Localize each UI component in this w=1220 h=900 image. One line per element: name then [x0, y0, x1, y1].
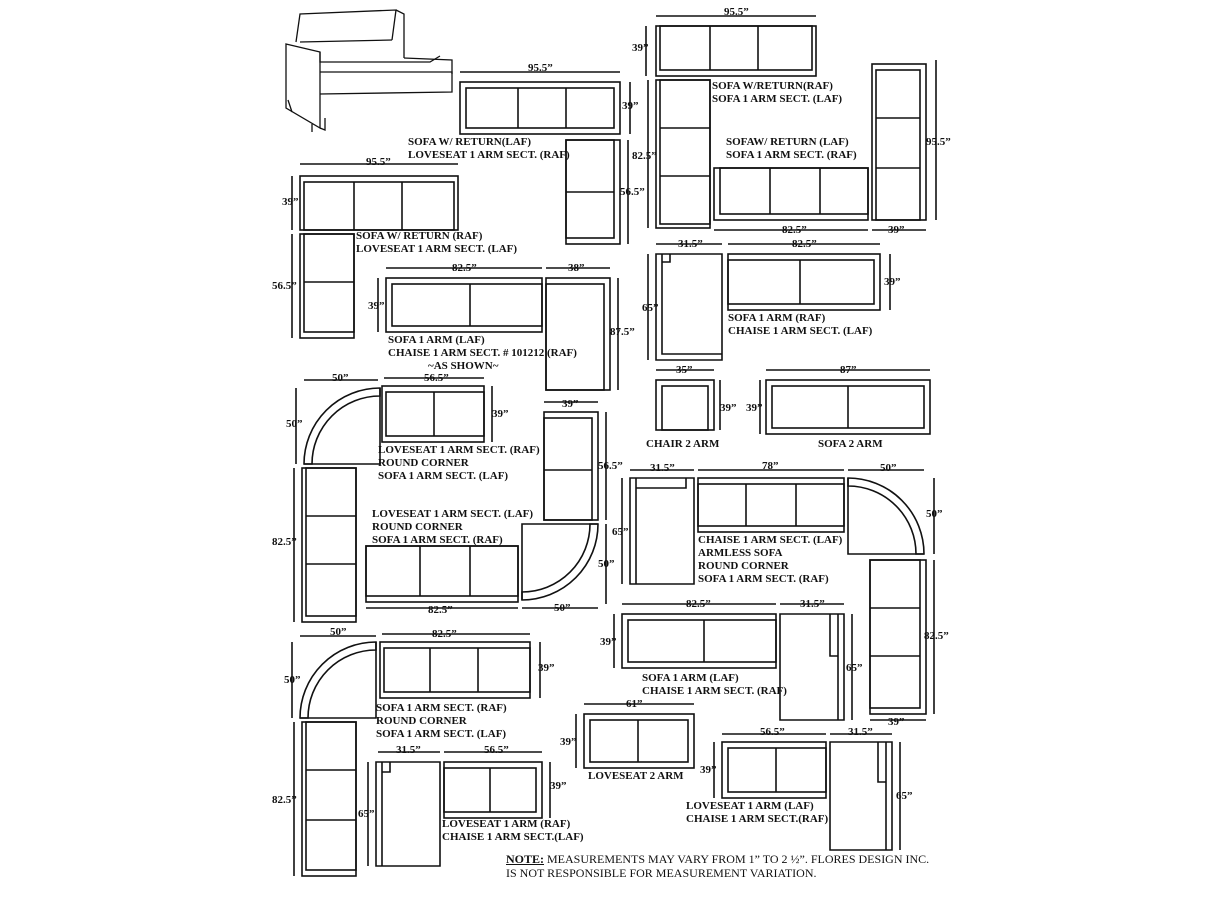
dim-label: 31.5” — [800, 598, 825, 610]
dim-label: 56.5” — [598, 460, 623, 472]
dim-label: 39” — [492, 408, 509, 420]
dim-label: 39” — [746, 402, 763, 414]
dim-label: 39” — [700, 764, 717, 776]
dim-label: 39” — [550, 780, 567, 792]
note-line-2: IS NOT RESPONSIBLE FOR MEASUREMENT VARIA… — [506, 866, 817, 880]
dim-label: 95.5” — [528, 62, 553, 74]
config-7-drawing — [293, 377, 493, 623]
dim-label: 95.5” — [366, 156, 391, 168]
dim-label: 50” — [926, 508, 943, 520]
dim-label: 31.5” — [396, 744, 421, 756]
dim-label: 56.5” — [484, 744, 509, 756]
config-9-label: SOFA 2 ARM — [818, 438, 883, 450]
dim-label: 82.5” — [272, 536, 297, 548]
dim-label: 65” — [642, 302, 659, 314]
config-14-label: LOVESEAT 2 ARM — [588, 770, 684, 782]
config-1-label: SOFA W/ RETURN(LAF)LOVESEAT 1 ARM SECT. … — [408, 136, 570, 161]
dim-label: 65” — [358, 808, 375, 820]
dim-label: 95.5” — [724, 6, 749, 18]
dim-label: 50” — [554, 602, 571, 614]
config-10-drawing — [365, 401, 607, 609]
config-6-label: SOFA 1 ARM (RAF)CHAISE 1 ARM SECT. (LAF) — [728, 312, 873, 337]
dim-label: 56.5” — [424, 372, 449, 384]
dim-label: 50” — [286, 418, 303, 430]
config-2-label: SOFA W/RETURN(RAF)SOFA 1 ARM SECT. (LAF) — [712, 80, 843, 105]
config-8-label: CHAIR 2 ARM — [646, 438, 720, 450]
dim-label: 39” — [720, 402, 737, 414]
dim-label: 31.5” — [848, 726, 873, 738]
dim-label: 82.5” — [924, 630, 949, 642]
config-15-label: LOVESEAT 1 ARM (RAF)CHAISE 1 ARM SECT.(L… — [442, 818, 584, 843]
dim-label: 65” — [612, 526, 629, 538]
dim-label: 61” — [626, 698, 643, 710]
measurement-note: NOTE: MEASUREMENTS MAY VARY FROM 1” TO 2… — [506, 852, 929, 880]
dim-label: 87.5” — [610, 326, 635, 338]
config-12-drawing — [613, 603, 853, 721]
config-11-drawing — [621, 469, 935, 721]
dim-label: 31.5” — [650, 462, 675, 474]
config-15-drawing — [367, 751, 551, 867]
config-1-drawing — [459, 71, 631, 245]
dim-label: 39” — [622, 100, 639, 112]
dim-label: 82.5” — [782, 224, 807, 236]
config-13-drawing — [291, 633, 541, 877]
config-16-label: LOVESEAT 1 ARM (LAF)CHAISE 1 ARM SECT.(R… — [686, 800, 829, 825]
dim-label: 50” — [598, 558, 615, 570]
config-8-drawing — [655, 369, 721, 431]
config-6-drawing — [647, 243, 891, 361]
sofa-illustration — [285, 9, 453, 132]
dim-label: 39” — [560, 736, 577, 748]
dim-label: 50” — [332, 372, 349, 384]
note-line-1: MEASUREMENTS MAY VARY FROM 1” TO 2 ½”. F… — [547, 852, 930, 866]
dim-label: 82.5” — [686, 598, 711, 610]
dim-label: 65” — [846, 662, 863, 674]
dim-label: 50” — [330, 626, 347, 638]
config-3-drawing — [713, 60, 937, 231]
dim-label: 56.5” — [760, 726, 785, 738]
note-heading: NOTE: — [506, 852, 545, 866]
dim-label: 82.5” — [452, 262, 477, 274]
dim-label: 82.5” — [632, 150, 657, 162]
dim-label: 35” — [676, 364, 693, 376]
dim-label: 39” — [368, 300, 385, 312]
dim-label: 82.5” — [272, 794, 297, 806]
dim-label: 56.5” — [272, 280, 297, 292]
dim-label: 39” — [884, 276, 901, 288]
config-9-drawing — [759, 369, 931, 435]
dim-label: 39” — [888, 716, 905, 728]
dim-label: 38” — [568, 262, 585, 274]
config-3-label: SOFAW/ RETURN (LAF)SOFA 1 ARM SECT. (RAF… — [726, 136, 857, 161]
dim-label: 82.5” — [792, 238, 817, 250]
config-2-drawing — [645, 15, 817, 229]
dim-label: 87” — [840, 364, 857, 376]
config-16-drawing — [713, 733, 901, 851]
dim-label: 39” — [562, 398, 579, 410]
config-5-drawing — [377, 267, 619, 391]
dim-label: 39” — [632, 42, 649, 54]
dim-label: 65” — [896, 790, 913, 802]
config-4-drawing — [291, 163, 459, 339]
config-14-drawing — [575, 703, 695, 769]
config-5-label: SOFA 1 ARM (LAF)CHAISE 1 ARM SECT. # 101… — [388, 334, 577, 372]
dim-label: 39” — [538, 662, 555, 674]
dim-label: 78” — [762, 460, 779, 472]
dim-label: 39” — [888, 224, 905, 236]
dim-label: 39” — [282, 196, 299, 208]
dim-label: 95.5” — [926, 136, 951, 148]
config-12-label: SOFA 1 ARM (LAF)CHAISE 1 ARM SECT. (RAF) — [642, 672, 787, 697]
dim-label: 56.5” — [620, 186, 645, 198]
dim-label: 39” — [600, 636, 617, 648]
dim-label: 50” — [284, 674, 301, 686]
dim-label: 50” — [880, 462, 897, 474]
dim-label: 82.5” — [432, 628, 457, 640]
config-4-label: SOFA W/ RETURN (RAF)LOVESEAT 1 ARM SECT.… — [356, 230, 518, 255]
dim-label: 31.5” — [678, 238, 703, 250]
dim-label: 82.5” — [428, 604, 453, 616]
